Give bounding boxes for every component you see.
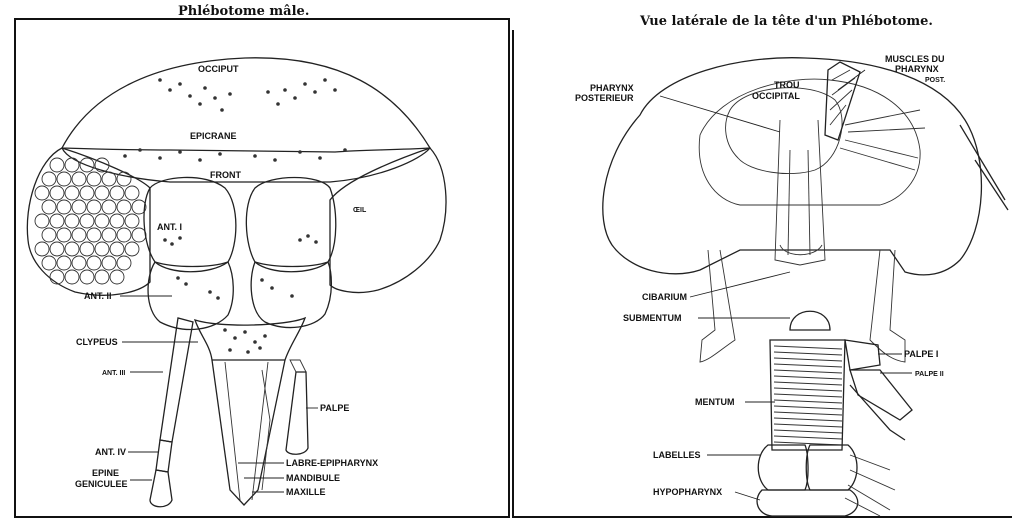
label-muscles-2: PHARYNX: [895, 64, 939, 74]
label-muscles-1: MUSCLES DU: [885, 54, 945, 64]
label-mentum: MENTUM: [695, 397, 735, 407]
label-cibarium: CIBARIUM: [642, 292, 687, 302]
pharynx-column: [775, 120, 825, 265]
label-trou-2: OCCIPITAL: [752, 91, 800, 101]
label-trou-1: TROU: [774, 80, 800, 90]
label-pharynx-2: POSTERIEUR: [575, 93, 634, 103]
label-submentum: SUBMENTUM: [623, 313, 682, 323]
label-muscles-3: POST.: [925, 77, 945, 84]
hypopharynx: [757, 490, 858, 516]
label-labelles: LABELLES: [653, 450, 701, 460]
label-hypopharynx: HYPOPHARYNX: [653, 487, 722, 497]
label-palpe1: PALPE I: [904, 349, 938, 359]
inner-cranium: [699, 79, 920, 205]
palpe-1: [845, 340, 880, 370]
label-palpe2: PALPE II: [915, 371, 944, 378]
mentum-column: [770, 340, 845, 450]
submentum-oval: [790, 311, 830, 330]
labelle-left: [758, 445, 808, 490]
label-pharynx-1: PHARYNX: [590, 83, 634, 93]
labelle-right: [806, 445, 857, 490]
